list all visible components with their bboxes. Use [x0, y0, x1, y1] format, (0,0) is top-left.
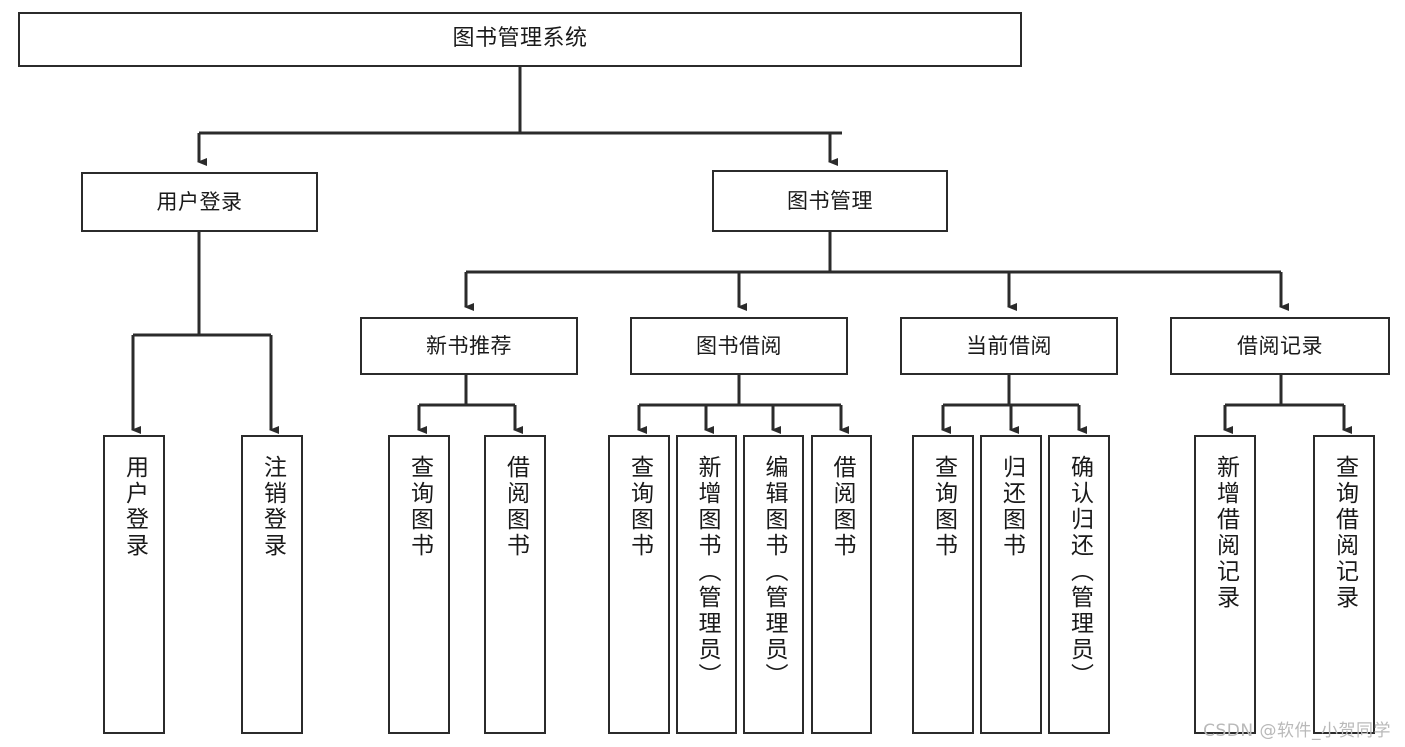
node-label: 当前借阅 [966, 333, 1052, 358]
leaf-user-logout[interactable]: 注销登录 [241, 435, 303, 734]
node-label: 编辑图书（管理员） [761, 455, 787, 689]
leaf-borrow-add-book-admin[interactable]: 新增图书（管理员） [676, 435, 737, 734]
leaf-current-return-book[interactable]: 归还图书 [980, 435, 1042, 734]
node-label: 借阅图书 [502, 455, 529, 559]
node-label: 归还图书 [998, 455, 1025, 559]
leaf-record-query-record[interactable]: 查询借阅记录 [1313, 435, 1375, 734]
node-current-borrow[interactable]: 当前借阅 [900, 317, 1118, 375]
node-new-book-recommend[interactable]: 新书推荐 [360, 317, 578, 375]
node-label: 图书管理 [787, 188, 873, 213]
leaf-recommend-query-book[interactable]: 查询图书 [388, 435, 450, 734]
node-book-management[interactable]: 图书管理 [712, 170, 948, 232]
leaf-borrow-edit-book-admin[interactable]: 编辑图书（管理员） [743, 435, 804, 734]
node-root-system[interactable]: 图书管理系统 [18, 12, 1022, 67]
node-label: 新书推荐 [426, 333, 512, 358]
csdn-watermark: CSDN @软件_小贺同学 [1203, 721, 1391, 741]
leaf-user-login[interactable]: 用户登录 [103, 435, 165, 734]
node-book-borrow[interactable]: 图书借阅 [630, 317, 848, 375]
node-label: 查询图书 [626, 455, 653, 559]
node-label: 确认归还（管理员） [1066, 455, 1093, 689]
leaf-borrow-borrow-book[interactable]: 借阅图书 [811, 435, 872, 734]
node-borrow-record[interactable]: 借阅记录 [1170, 317, 1390, 375]
node-user-login[interactable]: 用户登录 [81, 172, 318, 232]
leaf-current-confirm-return-admin[interactable]: 确认归还（管理员） [1048, 435, 1110, 734]
node-label: 查询图书 [406, 455, 433, 559]
node-label: 图书管理系统 [452, 26, 588, 52]
node-label: 查询借阅记录 [1331, 455, 1358, 611]
node-label: 用户登录 [156, 189, 243, 214]
leaf-record-add-record[interactable]: 新增借阅记录 [1194, 435, 1256, 734]
node-label: 查询图书 [930, 455, 957, 559]
leaf-borrow-query-book[interactable]: 查询图书 [608, 435, 670, 734]
node-label: 借阅图书 [829, 455, 855, 559]
leaf-current-query-book[interactable]: 查询图书 [912, 435, 974, 734]
node-label: 新增借阅记录 [1212, 455, 1239, 611]
leaf-recommend-borrow-book[interactable]: 借阅图书 [484, 435, 546, 734]
node-label: 新增图书（管理员） [694, 455, 720, 689]
node-label: 注销登录 [259, 455, 286, 559]
node-label: 借阅记录 [1237, 333, 1323, 358]
node-label: 用户登录 [121, 455, 148, 559]
node-label: 图书借阅 [696, 333, 782, 358]
